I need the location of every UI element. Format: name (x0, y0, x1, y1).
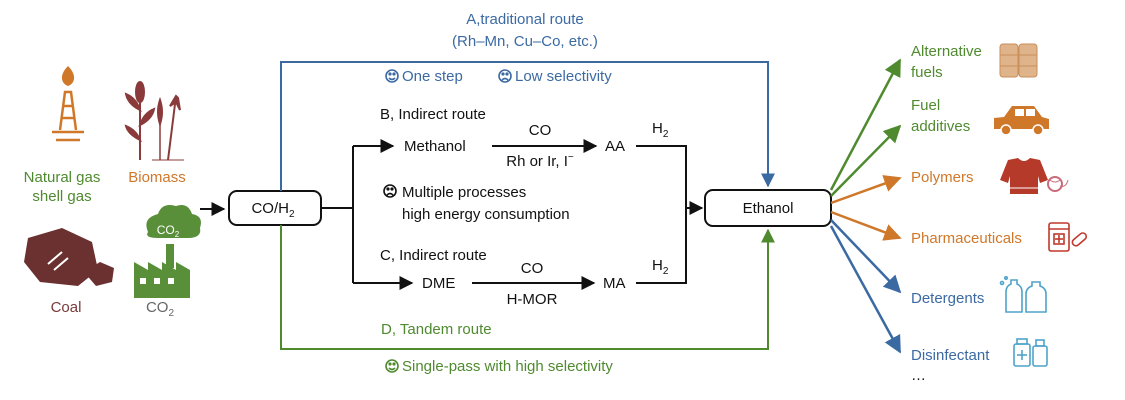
route-b-h2: H2 (652, 120, 669, 140)
ethanol-box (704, 189, 832, 227)
medicine-icon (1048, 222, 1088, 252)
route-d-title: D, Tandem route (381, 321, 492, 338)
sweater-icon (1000, 158, 1069, 194)
arrow-to-pharmaceuticals (830, 210, 902, 241)
arrow-to-detergents (830, 219, 902, 294)
route-b-catalyst: Rh or Ir, I− (506, 152, 574, 170)
route-c-title: C, Indirect route (380, 247, 487, 264)
detergent-bottles-icon (999, 275, 1047, 313)
natural-gas-label: Natural gas (24, 169, 101, 186)
route-c-catalyst: H-MOR (507, 291, 558, 308)
co2-factory-icon: CO2 (134, 205, 201, 298)
gas-well-icon (52, 66, 84, 142)
frown-icon (498, 69, 512, 83)
route-c-intermediate: DME (422, 275, 455, 292)
smiley-icon (385, 69, 399, 83)
route-a-path (280, 61, 775, 191)
route-a-catalysts: (Rh–Mn, Cu–Co, etc.) (452, 33, 598, 50)
route-b-title: B, Indirect route (380, 106, 486, 123)
arrow-to-fuel-additives (830, 124, 902, 197)
coal-icon (24, 228, 114, 286)
route-b-reagent: CO (529, 122, 552, 139)
product-detergents: Detergents (911, 290, 984, 307)
route-d-path (280, 225, 775, 350)
shell-gas-label: shell gas (32, 188, 91, 205)
route-b-intermediate: Methanol (404, 138, 466, 155)
route-b-con-line2: high energy consumption (402, 206, 570, 223)
route-c-reagent: CO (521, 260, 544, 277)
route-d-pro: Single-pass with high selectivity (402, 358, 613, 375)
route-a-con: Low selectivity (515, 68, 612, 85)
product-polymers: Polymers (911, 169, 974, 186)
product-pharmaceuticals: Pharmaceuticals (911, 230, 1022, 247)
biomass-plants-icon (124, 81, 184, 161)
route-a-pro: One step (402, 68, 463, 85)
coal-label: Coal (51, 299, 82, 316)
frown-icon (383, 184, 397, 198)
co2-cloud-label: CO2 (157, 223, 180, 239)
route-c-product: MA (603, 275, 626, 292)
smiley-icon (385, 359, 399, 373)
product-fuel-additives-line2: additives (911, 118, 970, 135)
arrow-to-disinfectant (829, 225, 902, 354)
disinfectant-bottles-icon (1013, 338, 1048, 367)
fuel-barrels-icon (999, 43, 1038, 78)
syngas-label: CO/H2 (251, 200, 295, 220)
route-b-con-line1: Multiple processes (402, 184, 526, 201)
hydrogenation-bracket (636, 145, 687, 284)
ethanol-label: Ethanol (743, 200, 794, 217)
arrow-to-alternative-fuels (829, 58, 902, 191)
co2-label: CO2 (146, 299, 175, 319)
route-c-h2: H2 (652, 257, 669, 277)
product-disinfectant: Disinfectant (911, 347, 990, 364)
product-alternative-fuels-line2: fuels (911, 64, 943, 81)
arrow-to-polymers (830, 175, 902, 205)
route-b-product: AA (605, 138, 625, 155)
biomass-label: Biomass (128, 169, 186, 186)
more-products-ellipsis: … (911, 367, 926, 384)
route-a-title: A,traditional route (466, 11, 584, 28)
product-alternative-fuels-line1: Alternative (911, 43, 982, 60)
product-fuel-additives-line1: Fuel (911, 97, 940, 114)
car-icon (994, 106, 1049, 136)
